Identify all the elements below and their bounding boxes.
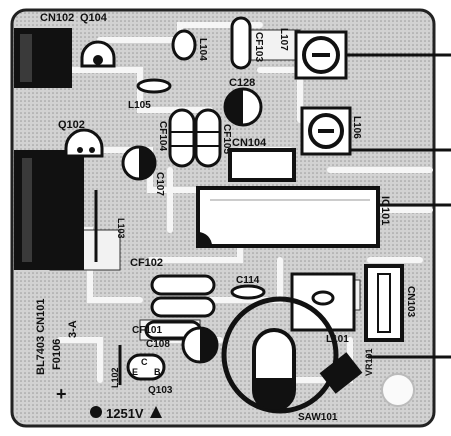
label-l106: L106 bbox=[351, 116, 362, 139]
label-f0106: F0106 bbox=[51, 339, 63, 370]
inductor-l104 bbox=[171, 29, 197, 61]
label-part-no: 1251V bbox=[106, 406, 144, 421]
capacitor-cf103 bbox=[230, 16, 252, 70]
label-q103-e: E bbox=[132, 367, 138, 377]
connector-cn103 bbox=[364, 264, 404, 342]
label-c107: C107 bbox=[154, 172, 165, 196]
label-c108: C108 bbox=[146, 339, 170, 350]
ground-symbol-icon bbox=[90, 406, 102, 418]
capacitor-c114 bbox=[230, 284, 266, 300]
label-c114: C114 bbox=[236, 275, 260, 286]
capacitor-cf102 bbox=[150, 274, 216, 318]
label-ic101: IC101 bbox=[379, 196, 391, 225]
label-q104: Q104 bbox=[80, 12, 108, 24]
label-cn103: CN103 bbox=[405, 286, 416, 318]
ic-ic101 bbox=[196, 186, 380, 248]
label-l104: L104 bbox=[197, 38, 208, 61]
label-l107: L107 bbox=[278, 28, 289, 51]
label-q102: Q102 bbox=[58, 119, 85, 131]
capacitor-c107 bbox=[121, 145, 157, 181]
label-c128: C128 bbox=[229, 77, 255, 89]
label-board-rev: 3-A bbox=[67, 320, 79, 338]
lead-lines bbox=[345, 53, 451, 359]
label-l105: L105 bbox=[128, 100, 151, 111]
connector-cn104 bbox=[228, 148, 296, 182]
capacitor-cf104 bbox=[168, 108, 196, 168]
label-saw101: SAW101 bbox=[298, 412, 338, 423]
label-cf101: CF101 bbox=[132, 325, 162, 336]
label-l103: L103 bbox=[116, 218, 126, 239]
capacitor-cf105 bbox=[194, 108, 222, 168]
transistor-q103 bbox=[126, 353, 166, 381]
label-cn104: CN104 bbox=[232, 137, 267, 149]
label-cn101: BL7403 CN101 bbox=[35, 299, 47, 375]
label-cf103: CF103 bbox=[253, 32, 264, 62]
label-q103-c: C bbox=[141, 357, 148, 367]
transistor-q104 bbox=[80, 40, 116, 68]
label-cf105: CF105 bbox=[221, 124, 232, 154]
label-cn102: CN102 bbox=[40, 12, 74, 24]
transistor-q102 bbox=[64, 128, 104, 158]
label-vr101: VR101 bbox=[364, 348, 374, 376]
warning-triangle-icon bbox=[150, 406, 162, 418]
capacitor-c128 bbox=[223, 87, 263, 127]
coil-l107 bbox=[294, 30, 348, 80]
coil-l106 bbox=[300, 106, 352, 156]
label-cf102: CF102 bbox=[130, 257, 163, 269]
label-q103: Q103 bbox=[148, 385, 173, 396]
saw-filter-saw101 bbox=[221, 296, 339, 414]
label-plus: + bbox=[56, 384, 67, 404]
inductor-l105 bbox=[136, 78, 172, 94]
label-l101: L101 bbox=[326, 334, 349, 345]
label-cf104: CF104 bbox=[157, 121, 168, 151]
label-q103-b: B bbox=[154, 367, 161, 377]
capacitor-c108 bbox=[181, 326, 219, 364]
label-l102: L102 bbox=[110, 367, 120, 388]
mounting-hole bbox=[381, 373, 415, 407]
trimmer-vr101 bbox=[319, 352, 363, 394]
